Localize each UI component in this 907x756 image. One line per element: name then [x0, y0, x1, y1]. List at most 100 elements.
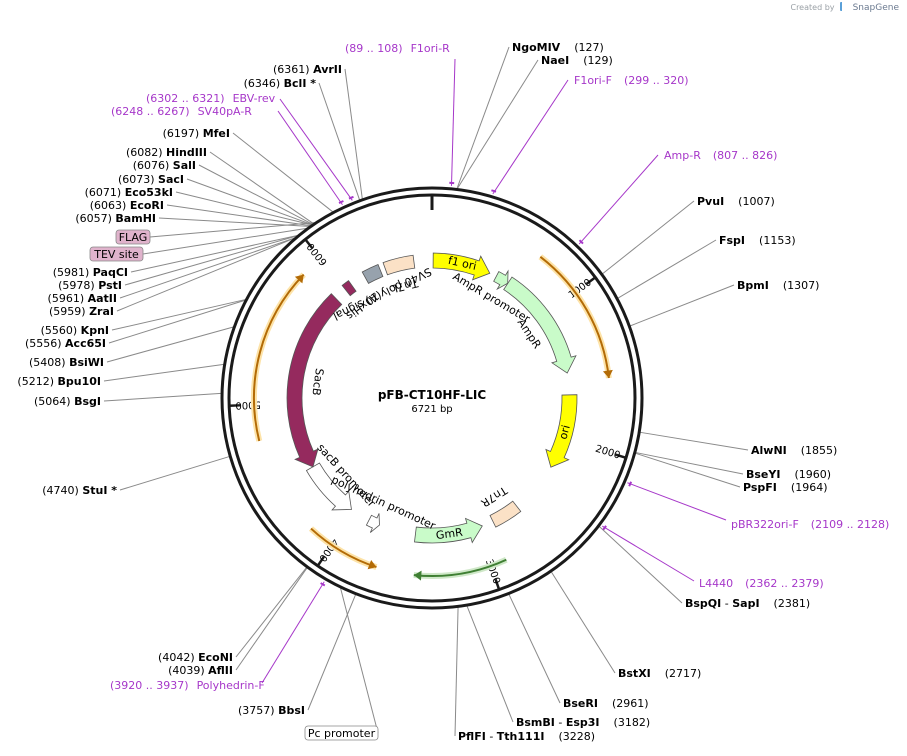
- enzyme-bseri-leader: [508, 594, 561, 704]
- enzyme-bspqi-sep: -: [721, 597, 732, 610]
- enzyme-hindiii-leader: [209, 151, 314, 224]
- map-center: pFB-CT10HF-LIC 6721 bp: [378, 388, 487, 415]
- primer-sv40pa-r-mark: [338, 200, 344, 204]
- enzyme-hindiii: (6082) HindIII: [126, 146, 207, 159]
- primer-l4440-range: (2362 .. 2379): [745, 577, 824, 590]
- orf-2-head: [413, 570, 422, 581]
- enzyme-pspfi-name: PspFI: [743, 481, 777, 494]
- enzyme-bstxi-leader: [550, 571, 616, 674]
- feature-gmr-label: GmR: [435, 526, 464, 542]
- plasmid-name: pFB-CT10HF-LIC: [378, 388, 487, 402]
- enzyme-eco53ki-pos: (6071): [85, 186, 125, 199]
- enzyme-ngomiv-pos: (127): [574, 41, 604, 54]
- enzyme-saci-leader: [186, 178, 313, 226]
- enzyme-fspi-leader: [617, 239, 717, 299]
- enzyme-eco53ki: (6071) Eco53kI: [85, 186, 173, 199]
- feature-tn7r-label: Tn7R: [478, 483, 510, 510]
- enzyme-kpni-leader: [111, 299, 246, 331]
- enzyme-eco53ki-leader: [175, 191, 312, 226]
- enzyme-mfei-pos: (6197): [163, 127, 203, 140]
- enzyme-econi-pos: (4042): [158, 651, 198, 664]
- primer-f1ori-r-name: F1ori-R: [411, 42, 451, 55]
- enzyme-bseri: BseRI(2961): [563, 697, 649, 710]
- enzyme-pflfi-pos: (3228): [558, 730, 595, 743]
- enzyme-acc65i-pos: (5556): [25, 337, 65, 350]
- enzyme-pvui-pos: (1007): [738, 195, 775, 208]
- enzyme-bstxi-name: BstXI: [618, 667, 651, 680]
- primer-ebv-rev-mark: [348, 195, 354, 200]
- enzyme-saci-pos: (6073): [118, 173, 158, 186]
- enzyme-sali-pos: (6076): [133, 159, 173, 172]
- primer-amp-r-mark: [578, 239, 584, 245]
- primer-amp-r-leader: [578, 154, 659, 245]
- tick-4000: [316, 555, 325, 567]
- enzyme-ecori-leader: [166, 204, 311, 227]
- enzyme-naei: NaeI(129): [541, 54, 613, 67]
- boxed-label-flag-leader: [149, 222, 315, 238]
- enzyme-bspqi: BspQI - SapI(2381): [685, 597, 810, 610]
- enzyme-psti-name: PstI: [98, 279, 122, 292]
- enzyme-zrai: (5959) ZraI: [49, 305, 114, 318]
- tick-2000: [615, 453, 627, 459]
- feature-10xhis: [341, 280, 357, 297]
- enzyme-pspfi: PspFI(1964): [743, 481, 827, 494]
- plasmid-size: 6721 bp: [411, 404, 452, 415]
- enzyme-bbsi-name: BbsI: [278, 704, 305, 717]
- enzyme-bsiwi-pos: (5408): [29, 356, 69, 369]
- primer-amp-r-range: (807 .. 826): [713, 149, 778, 162]
- enzyme-bsmbi-pos: (3182): [614, 716, 651, 729]
- enzyme-pvui: PvuI(1007): [697, 195, 775, 208]
- enzyme-kpni-pos: (5560): [41, 324, 81, 337]
- enzyme-aatii-pos: (5961): [48, 292, 88, 305]
- enzyme-avrii-leader: [344, 68, 363, 199]
- enzyme-pflfi-name2: Tth111I: [497, 730, 545, 743]
- primer-ebv-rev-leader: [279, 98, 353, 201]
- primer-ebv-rev-range: (6302 .. 6321): [146, 92, 225, 105]
- enzyme-bsiwi-name: BsiWI: [69, 356, 104, 369]
- primer-pbr322ori-f-mark: [628, 481, 633, 487]
- enzyme-bpu10i: (5212) Bpu10I: [17, 375, 101, 388]
- enzyme-zrai-name: ZraI: [89, 305, 114, 318]
- enzyme-kpni: (5560) KpnI: [41, 324, 109, 337]
- enzyme-bsmbi: BsmBI - Esp3I(3182): [516, 716, 650, 729]
- enzyme-zrai-pos: (5959): [49, 305, 89, 318]
- primer-l4440-name: L4440: [699, 577, 733, 590]
- enzyme-saci-name: SacI: [158, 173, 184, 186]
- feature-sacb-label: SacB: [309, 368, 326, 397]
- enzyme-avrii: (6361) AvrII: [273, 63, 342, 76]
- enzyme-ecori-name: EcoRI: [130, 199, 164, 212]
- orf-3-head: [367, 559, 377, 570]
- enzyme-bspqi-name2: SapI: [732, 597, 759, 610]
- enzyme-pflfi-sep: -: [486, 730, 497, 743]
- enzyme-bstxi: BstXI(2717): [618, 667, 701, 680]
- primer-amp-r-name: Amp-R: [664, 149, 701, 162]
- primer-ebv-rev-name: EBV-rev: [233, 92, 276, 105]
- enzyme-bcli-name: BclI *: [284, 77, 317, 90]
- enzyme-bsiwi-leader: [106, 326, 234, 363]
- backbone-outer-circle: [220, 186, 644, 610]
- enzyme-psti: (5978) PstI: [58, 279, 122, 292]
- enzyme-naei-name: NaeI: [541, 54, 569, 67]
- enzyme-mfei-name: MfeI: [203, 127, 230, 140]
- enzyme-ecori: (6063) EcoRI: [90, 199, 164, 212]
- enzyme-eco53ki-name: Eco53kI: [125, 186, 173, 199]
- primer-polyhedrin-f-mark: [320, 582, 326, 587]
- enzyme-bsgi-leader: [103, 392, 222, 402]
- feature-sv40-poly-a-signal: [361, 263, 384, 284]
- primer-sv40pa-r: (6248 .. 6267)SV40pA-R: [111, 105, 252, 118]
- enzyme-ngomiv: NgoMIV(127): [512, 41, 604, 54]
- enzyme-bspqi-name: BspQI: [685, 597, 721, 610]
- snapgene-credit: Created by SnapGene: [790, 2, 899, 13]
- enzyme-fspi-pos: (1153): [759, 234, 796, 247]
- enzyme-paqci-pos: (5981): [53, 266, 93, 279]
- enzyme-bpmi-pos: (1307): [783, 279, 820, 292]
- enzyme-bbsi: (3757) BbsI: [238, 704, 305, 717]
- enzyme-paqci: (5981) PaqCI: [53, 266, 128, 279]
- enzyme-bsgi: (5064) BsgI: [34, 395, 101, 408]
- enzyme-stui-name: StuI *: [82, 484, 117, 497]
- enzyme-bsmbi-leader: [466, 605, 514, 723]
- feature-ori-label: ori: [557, 424, 573, 441]
- boxed-label-pc-promoter-leader: [340, 588, 379, 734]
- enzyme-bpu10i-leader: [103, 363, 224, 382]
